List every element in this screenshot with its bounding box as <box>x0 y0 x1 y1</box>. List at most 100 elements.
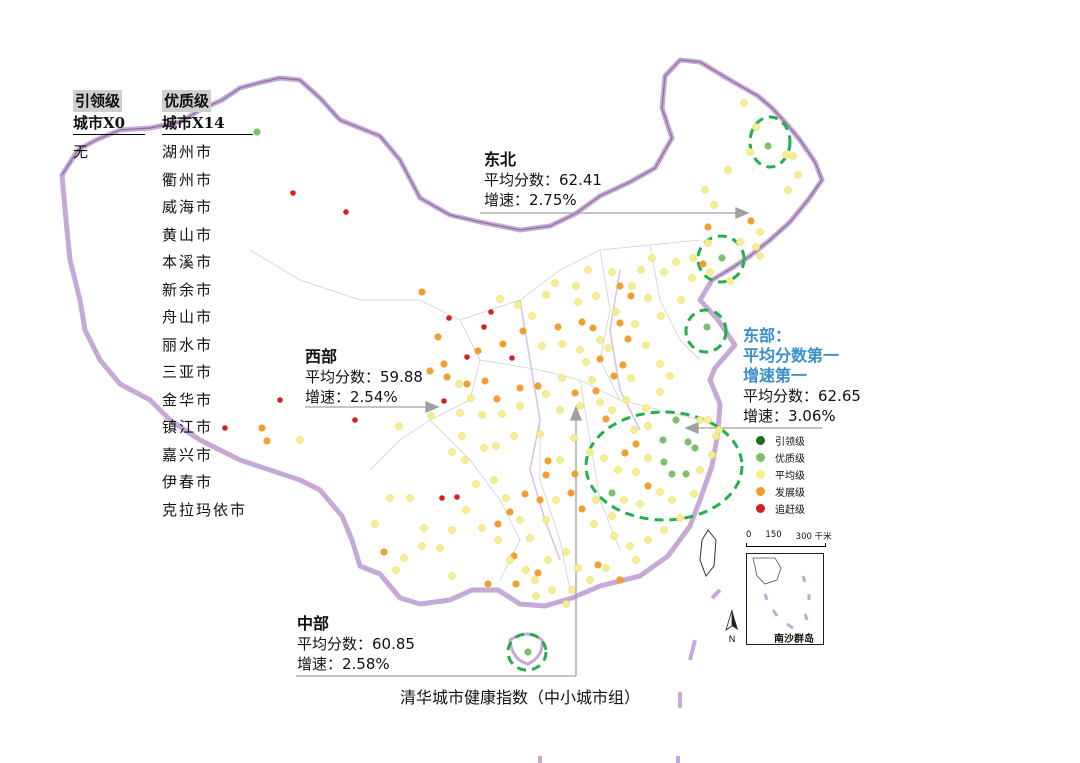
city-dot <box>474 347 482 355</box>
city-dot <box>672 258 680 266</box>
city-dot <box>608 489 616 497</box>
city-dot <box>668 470 676 478</box>
city-dot <box>582 358 590 366</box>
city-dot <box>682 470 690 478</box>
leading-city-list: 无 <box>73 139 145 167</box>
city-dot <box>636 500 644 508</box>
legend-swatch <box>756 470 765 479</box>
city-dot <box>418 288 426 296</box>
region-avg: 平均分数：59.88 <box>305 368 423 386</box>
city-dot <box>498 410 506 418</box>
city-dot <box>463 380 471 388</box>
city-dot <box>736 238 744 246</box>
city-dot <box>552 496 560 504</box>
city-dot <box>608 406 616 414</box>
quality-city: 黄山市 <box>162 225 214 244</box>
city-dot <box>536 496 544 504</box>
city-dot <box>691 444 699 452</box>
city-dot <box>631 320 639 328</box>
city-dot <box>506 556 514 564</box>
city-dot <box>253 128 261 136</box>
city-dot <box>784 186 792 194</box>
city-dot <box>616 282 624 290</box>
city-dot <box>764 142 772 150</box>
city-dot <box>644 422 652 430</box>
city-dot <box>704 416 712 424</box>
city-dot <box>612 308 620 316</box>
city-dot <box>616 576 624 584</box>
scale-bar: 0 150 300 千米 <box>746 530 832 547</box>
city-dot <box>499 340 507 348</box>
city-dot <box>481 324 487 330</box>
leading-tier-count: 城市X0 <box>73 112 146 135</box>
taiwan-island <box>699 529 717 577</box>
city-dot <box>448 448 456 456</box>
city-dot <box>542 471 550 479</box>
region-growth: 增速：2.54% <box>305 388 398 406</box>
north-label: N <box>729 634 736 644</box>
city-dot <box>456 409 464 417</box>
city-dot <box>747 217 755 225</box>
quality-city: 金华市 <box>162 390 214 409</box>
region-west: 西部 平均分数：59.88 增速：2.54% <box>305 347 423 407</box>
city-dot <box>481 377 489 385</box>
sea-boundary-dashes <box>538 588 722 763</box>
city-dot <box>696 466 704 474</box>
city-dot <box>380 548 388 556</box>
city-dot <box>672 416 680 424</box>
city-dot <box>506 508 514 516</box>
leading-city: 无 <box>73 143 91 161</box>
city-dot <box>567 489 575 497</box>
quality-city: 镇江市 <box>162 418 214 436</box>
city-dot <box>521 490 529 498</box>
city-dot <box>427 412 435 420</box>
city-dot <box>740 99 748 107</box>
city-dot <box>400 554 408 562</box>
province-lines-purple <box>519 269 641 561</box>
city-dot <box>659 436 667 444</box>
city-dot <box>222 425 228 431</box>
city-dot <box>590 520 598 528</box>
city-dot <box>551 279 559 287</box>
city-dot <box>534 382 542 390</box>
city-dot <box>657 312 665 320</box>
city-dot <box>610 532 618 540</box>
city-dot <box>699 260 707 268</box>
legend-swatch <box>756 504 765 513</box>
city-dot <box>572 282 580 290</box>
city-dot <box>596 355 604 363</box>
region-growth: 增速：2.58% <box>297 655 390 673</box>
city-dot <box>290 190 296 196</box>
city-dot <box>610 372 618 380</box>
city-dot <box>586 448 594 456</box>
region-name: 西部 <box>305 347 338 366</box>
city-dot <box>589 324 597 332</box>
region-name: 东部： <box>743 326 792 345</box>
legend-item: 优质级 <box>756 449 805 466</box>
city-dot <box>536 430 544 438</box>
city-dot <box>592 292 600 300</box>
quality-city: 丽水市 <box>162 335 214 354</box>
city-dot <box>558 374 566 382</box>
city-dot <box>526 534 534 542</box>
city-dot <box>571 389 579 397</box>
city-dot <box>619 361 627 369</box>
city-dot <box>462 506 470 514</box>
city-dot <box>614 466 622 474</box>
city-dot <box>392 566 400 574</box>
city-dot <box>434 333 442 341</box>
city-dot <box>660 268 668 276</box>
city-dot <box>684 438 692 446</box>
city-dot <box>630 426 638 434</box>
city-dot <box>554 323 562 331</box>
city-dot <box>794 171 802 179</box>
leading-tier-label: 引领级 <box>73 90 123 112</box>
city-dot <box>531 576 539 584</box>
city-dot <box>494 536 502 544</box>
city-dot <box>689 254 697 262</box>
city-dot <box>395 422 403 430</box>
city-dot <box>724 166 732 174</box>
scale-bar-line <box>746 543 826 547</box>
city-dot <box>578 318 586 326</box>
city-dot <box>440 360 448 368</box>
